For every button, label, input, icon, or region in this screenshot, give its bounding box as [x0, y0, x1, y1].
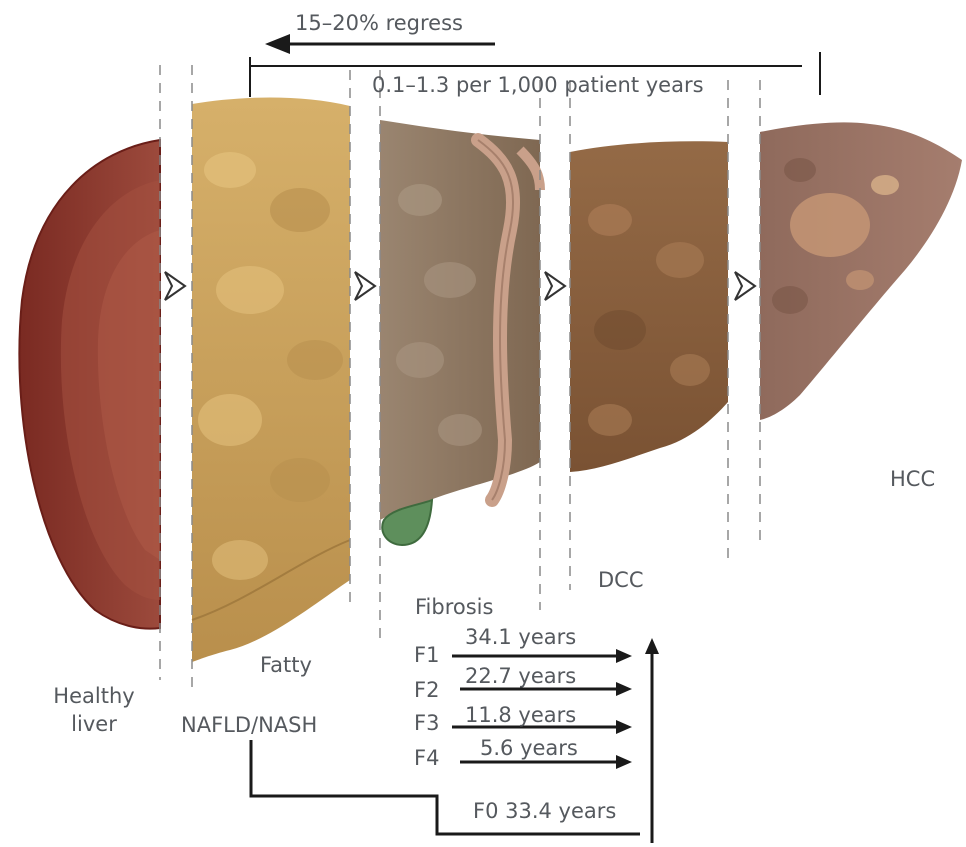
hcc-liver-segment [760, 122, 962, 420]
fatty-label: Fatty [260, 655, 312, 676]
regress-label: 15–20% regress [295, 13, 463, 34]
chevron-right-icon [355, 272, 375, 300]
chevron-right-icon [165, 272, 185, 300]
dcc-liver-segment [570, 141, 728, 472]
fibrosis-stage-label: F4 [414, 748, 439, 769]
fibrosis-stage-label: F3 [414, 713, 439, 734]
chevron-right-icon [735, 272, 755, 300]
fibrosis-years-label: 22.7 years [465, 666, 576, 687]
regress-arrow [265, 34, 495, 54]
healthy-liver-label: Healthy liver [39, 682, 149, 738]
nafld-nash-label: NAFLD/NASH [181, 715, 317, 736]
fibrosis-years-label: 34.1 years [465, 627, 576, 648]
hcc-label: HCC [890, 469, 935, 490]
chevron-right-icon [545, 272, 565, 300]
fibrosis-years-label: 11.8 years [465, 705, 576, 726]
fibrosis-stage-label: F2 [414, 680, 439, 701]
f0-label: F0 33.4 years [473, 801, 616, 822]
fatty-liver-segment [192, 98, 350, 663]
healthy-liver-segment [19, 140, 160, 629]
incidence-label: 0.1–1.3 per 1,000 patient years [372, 75, 704, 96]
dcc-label: DCC [598, 570, 644, 591]
fibrosis-stage-label: F1 [414, 645, 439, 666]
fibrosis-label: Fibrosis [415, 597, 493, 618]
fibrosis-liver-segment [380, 120, 540, 520]
fibrosis-years-label: 5.6 years [480, 738, 578, 759]
